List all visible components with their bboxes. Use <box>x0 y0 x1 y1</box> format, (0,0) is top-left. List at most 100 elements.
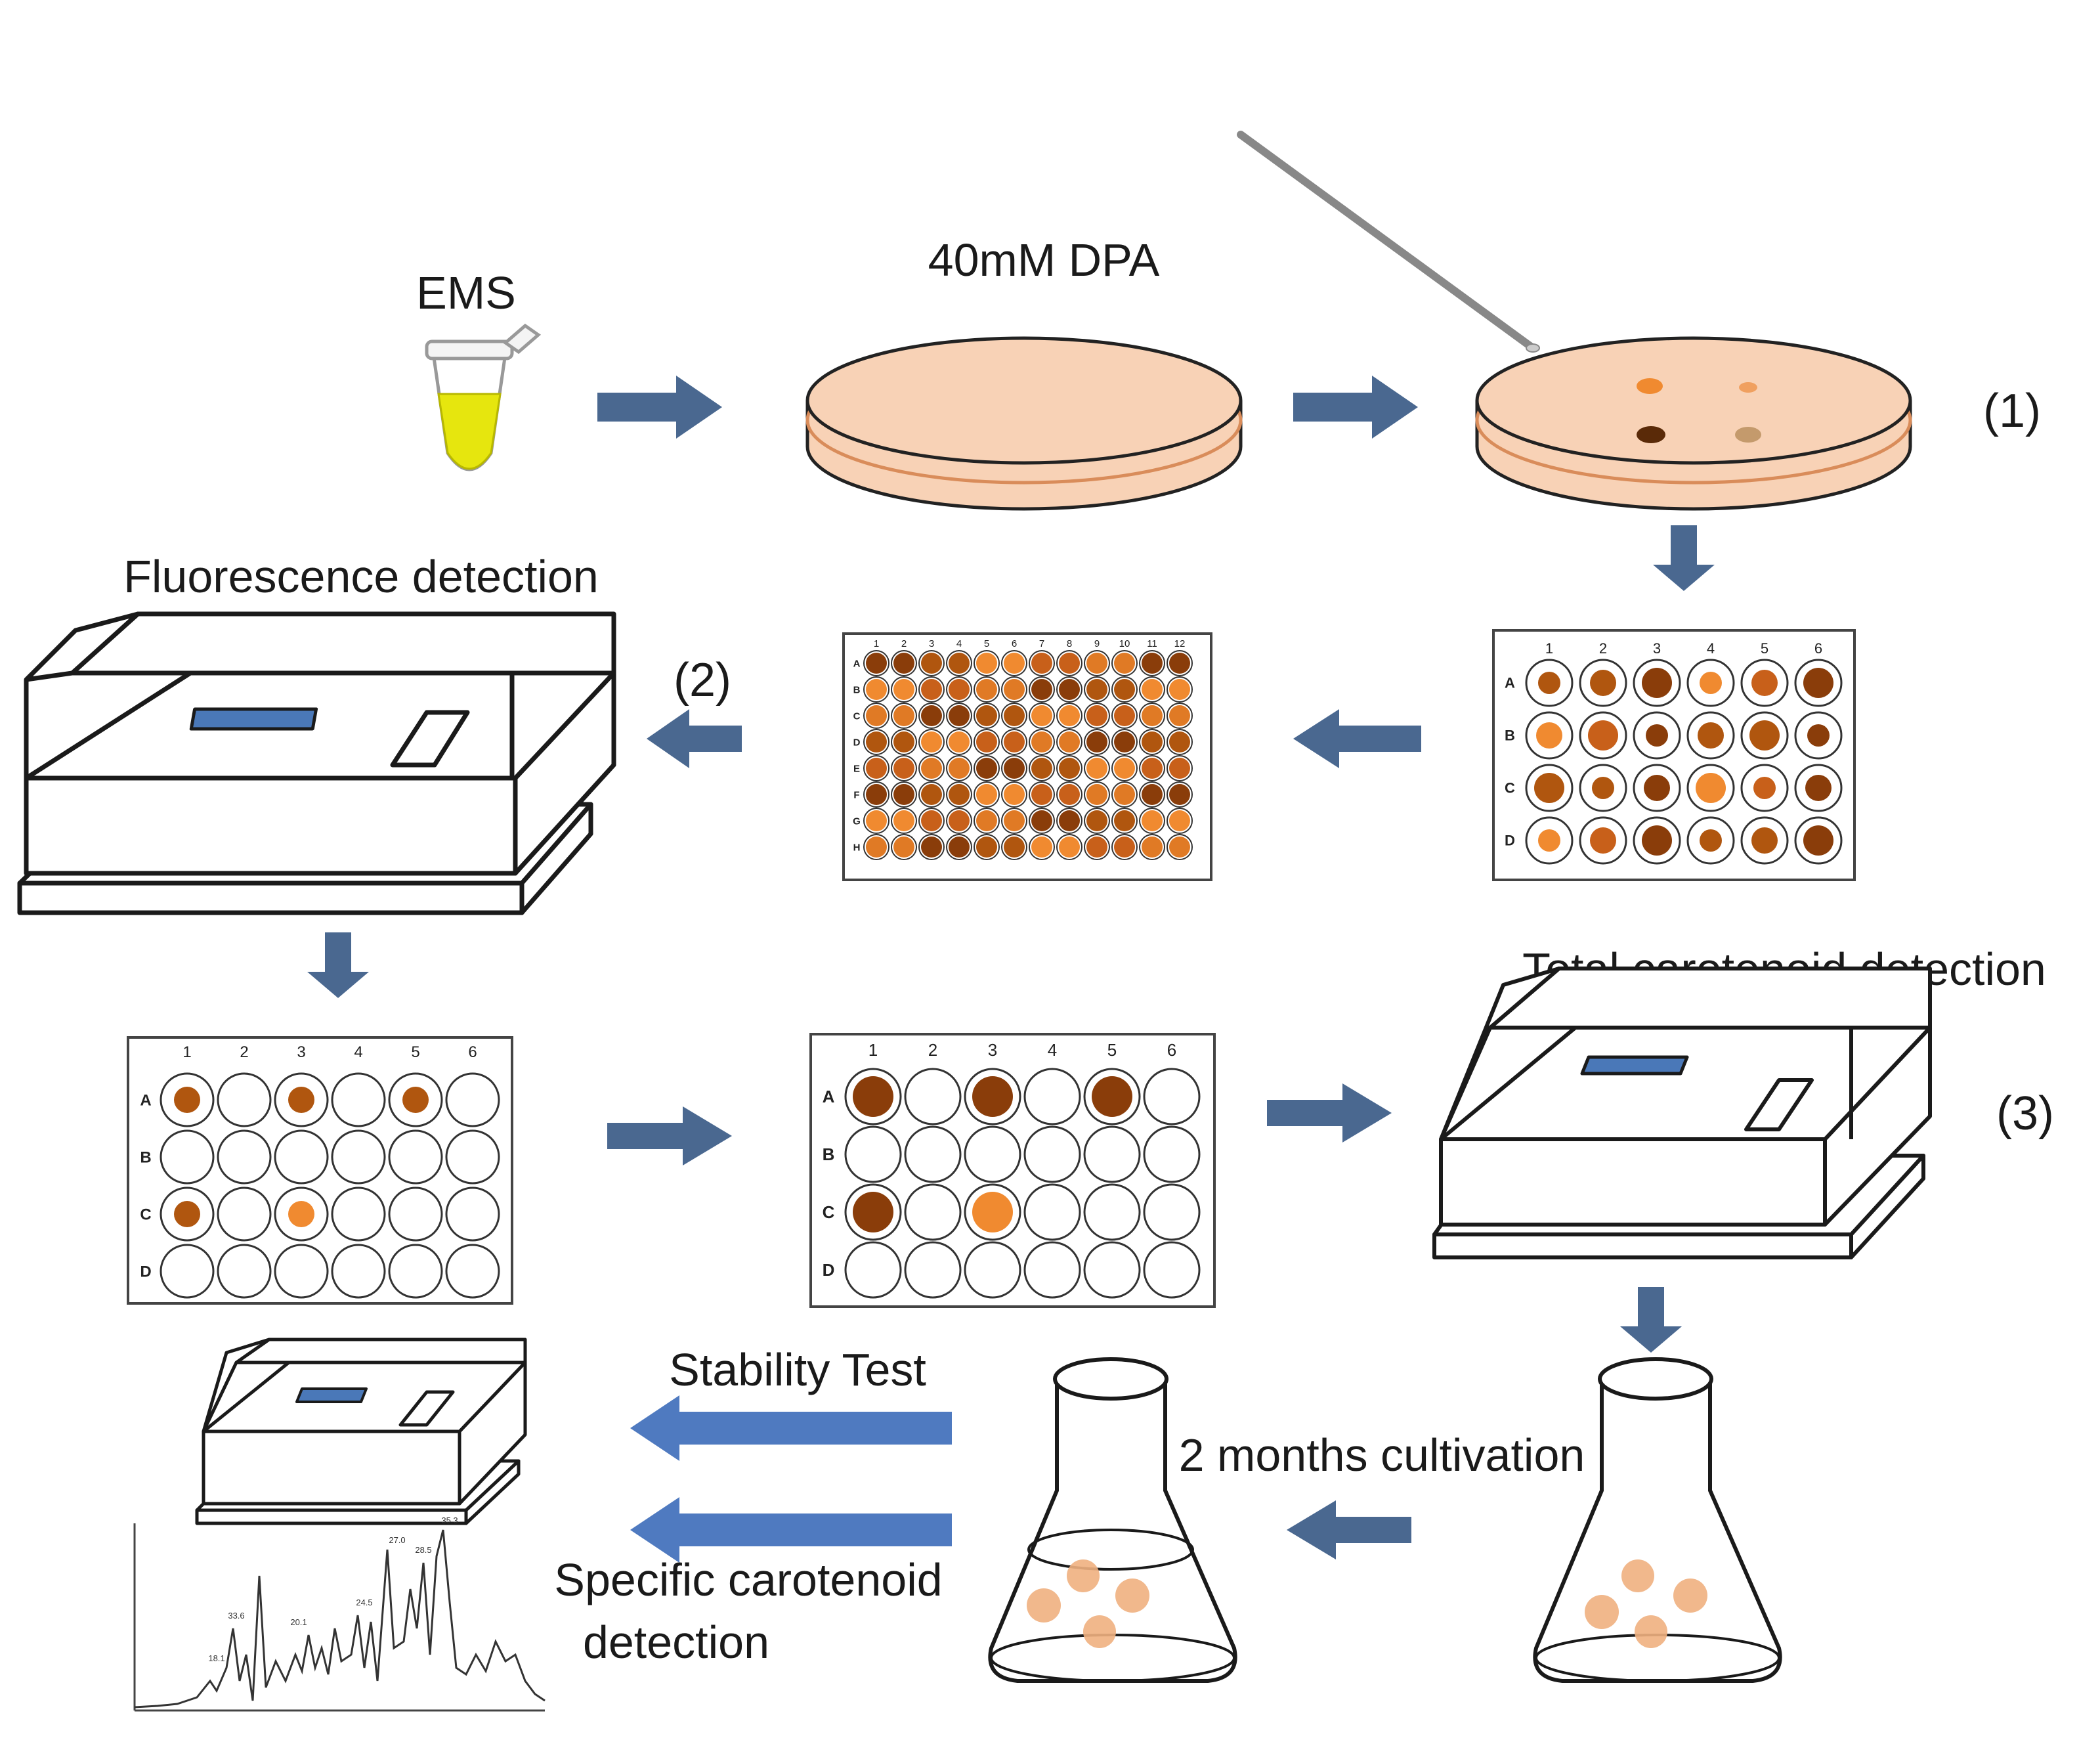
specific-label-line1: Specific carotenoid <box>554 1554 942 1605</box>
plate-row-label: A <box>853 658 861 669</box>
well-sample <box>1086 837 1107 858</box>
well-sample <box>1169 810 1190 831</box>
plate-col-label: 12 <box>1174 638 1186 649</box>
well-sample <box>949 679 970 700</box>
well <box>217 1129 272 1185</box>
well-sample <box>972 1192 1013 1232</box>
well <box>964 1241 1021 1299</box>
plate-row-label: B <box>853 684 861 695</box>
well <box>331 1244 386 1299</box>
well-sample <box>1169 705 1190 726</box>
ems-label: EMS <box>416 267 516 318</box>
well <box>904 1241 962 1299</box>
well-sample <box>1169 837 1190 858</box>
well-sample <box>893 705 914 726</box>
well-sample <box>949 731 970 752</box>
well-sample <box>921 837 942 858</box>
petri-dish-dpa <box>805 336 1243 511</box>
well-sample <box>1142 758 1163 779</box>
well <box>445 1072 500 1127</box>
arrow-left-2 <box>1293 709 1421 768</box>
well-sample <box>921 784 942 805</box>
plate-col-label: 5 <box>1761 640 1768 657</box>
needle-icon <box>1237 131 1540 353</box>
well-sample <box>949 810 970 831</box>
well <box>217 1187 272 1242</box>
well-sample <box>921 810 942 831</box>
well-sample <box>1004 810 1025 831</box>
well <box>1023 1068 1081 1125</box>
well-sample <box>949 837 970 858</box>
plate-row-label: C <box>823 1202 835 1222</box>
plate-col-label: 1 <box>182 1043 191 1061</box>
arrow-right-4 <box>1267 1083 1392 1143</box>
well-sample <box>1142 837 1163 858</box>
well-sample <box>1092 1076 1132 1117</box>
plate-row-label: A <box>140 1091 151 1109</box>
well-sample <box>1749 720 1780 751</box>
well-sample <box>893 758 914 779</box>
plate-col-label: 9 <box>1094 638 1100 649</box>
well-sample <box>1114 731 1135 752</box>
well-sample <box>853 1076 893 1117</box>
plate-row-label: F <box>853 789 859 800</box>
well <box>1023 1183 1081 1241</box>
plate-reader-medium <box>1432 967 1932 1259</box>
well-sample <box>1086 705 1107 726</box>
well <box>904 1183 962 1241</box>
chromatogram-peak-label: 33.6 <box>228 1611 244 1621</box>
well-sample <box>1031 679 1052 700</box>
well-sample <box>1059 784 1080 805</box>
well-sample <box>976 705 997 726</box>
plate-row-label: D <box>1505 833 1515 849</box>
plate-reader-large <box>17 611 616 915</box>
well-sample <box>949 653 970 674</box>
flask-right-icon <box>1533 1357 1782 1683</box>
well-sample <box>893 679 914 700</box>
well-sample <box>893 653 914 674</box>
dpa-label: 40mM DPA <box>928 234 1160 286</box>
well-sample <box>1086 784 1107 805</box>
well-sample <box>1031 731 1052 752</box>
well-sample <box>1086 758 1107 779</box>
well-sample <box>1700 672 1722 694</box>
well-sample <box>402 1087 429 1113</box>
well-sample <box>1590 827 1616 854</box>
plate-col-label: 6 <box>1012 638 1017 649</box>
well-sample <box>976 837 997 858</box>
plate-col-label: 2 <box>1599 640 1607 657</box>
well-sample <box>976 758 997 779</box>
ems-tube-icon <box>425 323 542 471</box>
step-1-label: (1) <box>1983 385 2041 437</box>
well-sample <box>866 731 887 752</box>
well <box>445 1129 500 1185</box>
chromatogram: 27.035.333.620.124.528.518.1 <box>133 1515 546 1712</box>
well-sample <box>174 1087 200 1113</box>
well-sample <box>1169 758 1190 779</box>
well-sample <box>921 679 942 700</box>
plate-row-label: A <box>823 1087 835 1106</box>
well-sample <box>1004 653 1025 674</box>
arrow-right-1 <box>597 376 722 439</box>
well <box>331 1072 386 1127</box>
well <box>1023 1125 1081 1183</box>
well-sample <box>1642 668 1672 698</box>
plate-row-label: B <box>1505 728 1515 744</box>
well-sample <box>1114 705 1135 726</box>
well-sample <box>1114 679 1135 700</box>
well-sample <box>1031 810 1052 831</box>
well-sample <box>1698 722 1724 749</box>
well <box>274 1129 329 1185</box>
plate-col-label: 10 <box>1119 638 1130 649</box>
arrow-right-2 <box>1293 376 1418 439</box>
plate-col-label: 3 <box>1653 640 1661 657</box>
plate-col-label: 8 <box>1067 638 1072 649</box>
